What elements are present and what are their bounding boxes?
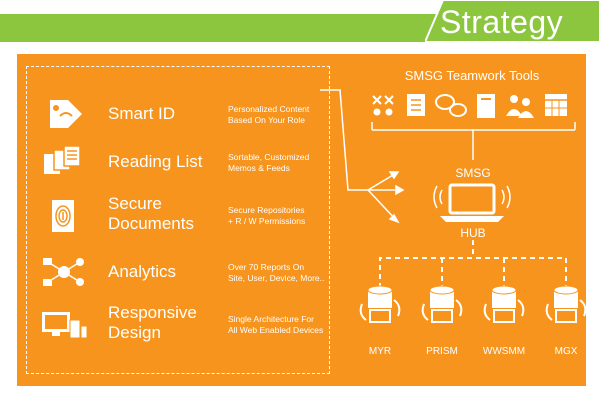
- feature-title-reading-list: Reading List: [108, 152, 203, 171]
- feature-box: [26, 66, 330, 374]
- feature-title-analytics: Analytics: [108, 262, 177, 281]
- team-icon: [506, 95, 534, 118]
- hub-bottom-label: HUB: [460, 226, 486, 240]
- documents-icon: [44, 145, 81, 174]
- chat-bubbles-icon: [435, 94, 467, 117]
- checklist-icon: [407, 94, 425, 116]
- feature-desc-secure-documents: Secure Repositories+ R / W Permissions: [228, 205, 306, 226]
- calendar-icon: [545, 94, 567, 116]
- hub-top-label: SMSG: [455, 166, 491, 180]
- node-connectors: [379, 240, 567, 288]
- connector-arrows: [320, 89, 405, 224]
- header-tab: [425, 0, 600, 42]
- fingerprint-icon: [52, 200, 74, 232]
- tag-icon: [50, 100, 82, 128]
- feature-title-smart-id: Smart ID: [108, 104, 176, 123]
- node-icon-mgx: [545, 285, 587, 323]
- node-icon-myr: [359, 285, 401, 323]
- strategy-board-icon: [372, 95, 394, 116]
- node-label-mgx: MGX: [554, 346, 578, 357]
- laptop-icon: [433, 183, 511, 222]
- node-icon-prism: [421, 285, 463, 323]
- network-icon: [43, 258, 84, 286]
- devices-icon: [42, 312, 88, 339]
- node-label-myr: MYR: [368, 346, 392, 357]
- page-title: Strategy: [440, 4, 564, 40]
- node-label-prism: PRISM: [426, 346, 458, 357]
- document-icon: [477, 94, 495, 118]
- node-icon-wwsmm: [483, 285, 525, 323]
- node-label-wwsmm: WWSMM: [482, 346, 526, 357]
- tools-bracket: [371, 122, 576, 160]
- tools-title: SMSG Teamwork Tools: [404, 68, 540, 83]
